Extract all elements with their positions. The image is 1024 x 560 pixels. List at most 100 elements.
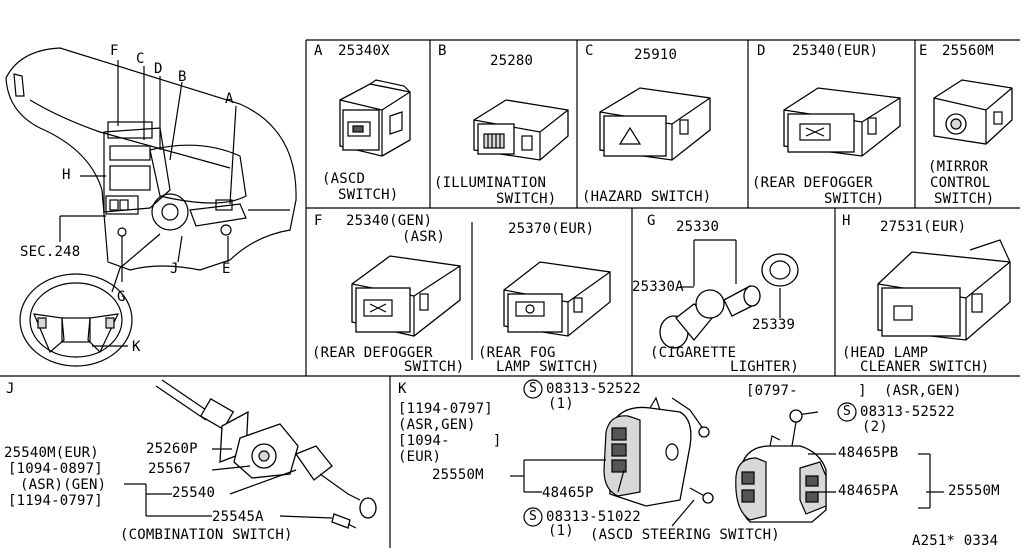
panel-j-label-25540: 25540 [172, 485, 216, 501]
panel-f-part-gen: 25340(GEN) [346, 213, 433, 229]
panel-k-letter: K [398, 381, 407, 397]
panel-k-left-part: 25550M [432, 467, 484, 483]
panel-h-switch-art [877, 239, 1011, 341]
panel-b-switch-art [473, 99, 569, 161]
panel-j-variant-3: (ASR)(GEN) [20, 477, 107, 493]
callout-c: C [136, 51, 145, 67]
panel-f-caption-b-2: LAMP SWITCH) [496, 359, 600, 375]
panel-k-screw-right-qty: (2) [862, 419, 888, 435]
panel-k-screw-bottom-qty: (1) [548, 523, 574, 539]
panel-h-caption-1: (HEAD LAMP [842, 345, 929, 361]
panel-f-letter: F [314, 213, 323, 229]
panel-g-part-b: 25339 [752, 317, 796, 333]
panel-h-letter: H [842, 213, 851, 229]
panel-g-part-a: 25330A [632, 279, 684, 295]
panel-f-defogger-art [351, 255, 461, 337]
panel-j-variant-1: 25540M(EUR) [4, 445, 99, 461]
panel-e-switch-art [933, 79, 1013, 145]
panel-k-right-pb: 48465PB [838, 445, 899, 461]
panel-c-part: 25910 [634, 47, 678, 63]
callout-f: F [110, 43, 119, 59]
panel-j-label-25545a: 25545A [212, 509, 264, 525]
panel-k-note-a: (ASR,GEN) [398, 417, 476, 433]
panel-d-caption-2: SWITCH) [824, 191, 885, 207]
panel-f-asr-note: (ASR) [402, 229, 446, 245]
panel-j-leaders [124, 448, 333, 519]
panel-k-right-art [735, 402, 944, 523]
panel-k-screw-bottom: 08313-51022 [546, 509, 641, 525]
screw-symbol-top: S [529, 381, 538, 396]
panel-d-caption-1: (REAR DEFOGGER [752, 175, 873, 191]
panel-g-part-top: 25330 [676, 219, 720, 235]
panel-j-caption: (COMBINATION SWITCH) [120, 527, 293, 543]
panel-c-letter: C [585, 43, 594, 59]
panel-d-switch-art [783, 87, 901, 157]
panel-c-switch-art [599, 87, 711, 161]
panel-b-caption-1: (ILLUMINATION [434, 175, 547, 191]
panel-k-left-sub: 48465P [542, 485, 594, 501]
callout-a: A [225, 91, 234, 107]
panel-j-variant-4: [1194-0797] [8, 493, 103, 509]
panel-b-caption-2: SWITCH) [496, 191, 557, 207]
panel-k-screw-top-qty: (1) [548, 396, 574, 412]
panel-j-variant-2: [1094-0897] [8, 461, 103, 477]
panel-k-range-b: [1094- ] [398, 433, 502, 449]
panel-j-label-25567: 25567 [148, 461, 192, 477]
panel-d-letter: D [757, 43, 766, 59]
panel-d-part: 25340(EUR) [792, 43, 879, 59]
callout-k: K [132, 339, 141, 355]
panel-b-letter: B [438, 43, 447, 59]
panel-k-right-part: 25550M [948, 483, 1000, 499]
screw-symbol-right: S [843, 404, 852, 419]
steering-wheel-illustration [19, 273, 133, 367]
panel-f-caption-a-2: SWITCH) [404, 359, 465, 375]
panel-e-letter: E [919, 43, 928, 59]
screw-symbol-bottom: S [529, 509, 538, 524]
panel-e-part: 25560M [942, 43, 994, 59]
panel-f-fog-lamp-art [503, 261, 611, 337]
callout-d: D [154, 61, 163, 77]
panel-e-caption-3: SWITCH) [934, 191, 995, 207]
panel-j-label-25260p: 25260P [146, 441, 198, 457]
panel-grid [0, 39, 1020, 548]
panel-f-part-eur: 25370(EUR) [508, 221, 595, 237]
diagram-id: A251* 0334 [912, 533, 999, 549]
panel-a-letter: A [314, 43, 323, 59]
panel-a-part: 25340X [338, 43, 390, 59]
panel-k-right-pa: 48465PA [838, 483, 899, 499]
panel-k-range-a: [1194-0797] [398, 401, 493, 417]
panel-h-caption-2: CLEANER SWITCH) [860, 359, 990, 375]
panel-c-caption: (HAZARD SWITCH) [582, 189, 712, 205]
panel-j-letter: J [6, 381, 15, 397]
panel-e-caption-2: CONTROL [930, 175, 991, 191]
panel-e-caption-1: (MIRROR [928, 159, 989, 175]
panel-k-note-b: (EUR) [398, 449, 442, 465]
panel-k-screw-right: 08313-52522 [860, 404, 955, 420]
callout-e: E [222, 261, 231, 277]
panel-k-right-range: [0797- ] [746, 383, 867, 399]
callout-b: B [178, 69, 187, 85]
sec-reference: SEC.248 [20, 244, 81, 260]
callout-j: J [170, 261, 179, 277]
panel-h-part: 27531(EUR) [880, 219, 967, 235]
panel-k-caption: (ASCD STEERING SWITCH) [590, 527, 780, 543]
panel-a-switch-art [339, 79, 411, 157]
panel-a-caption-2: SWITCH) [338, 187, 399, 203]
callout-g: G [117, 289, 126, 305]
panel-g-letter: G [647, 213, 656, 229]
panel-g-lighter-art [659, 239, 799, 349]
panel-k-left-art [510, 379, 714, 527]
panel-k-right-note: (ASR,GEN) [884, 383, 962, 399]
panel-a-caption-1: (ASCD [322, 171, 366, 187]
panel-g-caption-1: (CIGARETTE [650, 345, 737, 361]
callout-h: H [62, 167, 71, 183]
panel-b-part: 25280 [490, 53, 534, 69]
dashboard-illustration [5, 47, 297, 293]
panel-g-caption-2: LIGHTER) [730, 359, 800, 375]
overview-leaders [59, 60, 237, 282]
panel-k-screw-top: 08313-52522 [546, 381, 641, 397]
panel-f-caption-b-1: (REAR FOG [478, 345, 556, 361]
panel-f-caption-a-1: (REAR DEFOGGER [312, 345, 433, 361]
